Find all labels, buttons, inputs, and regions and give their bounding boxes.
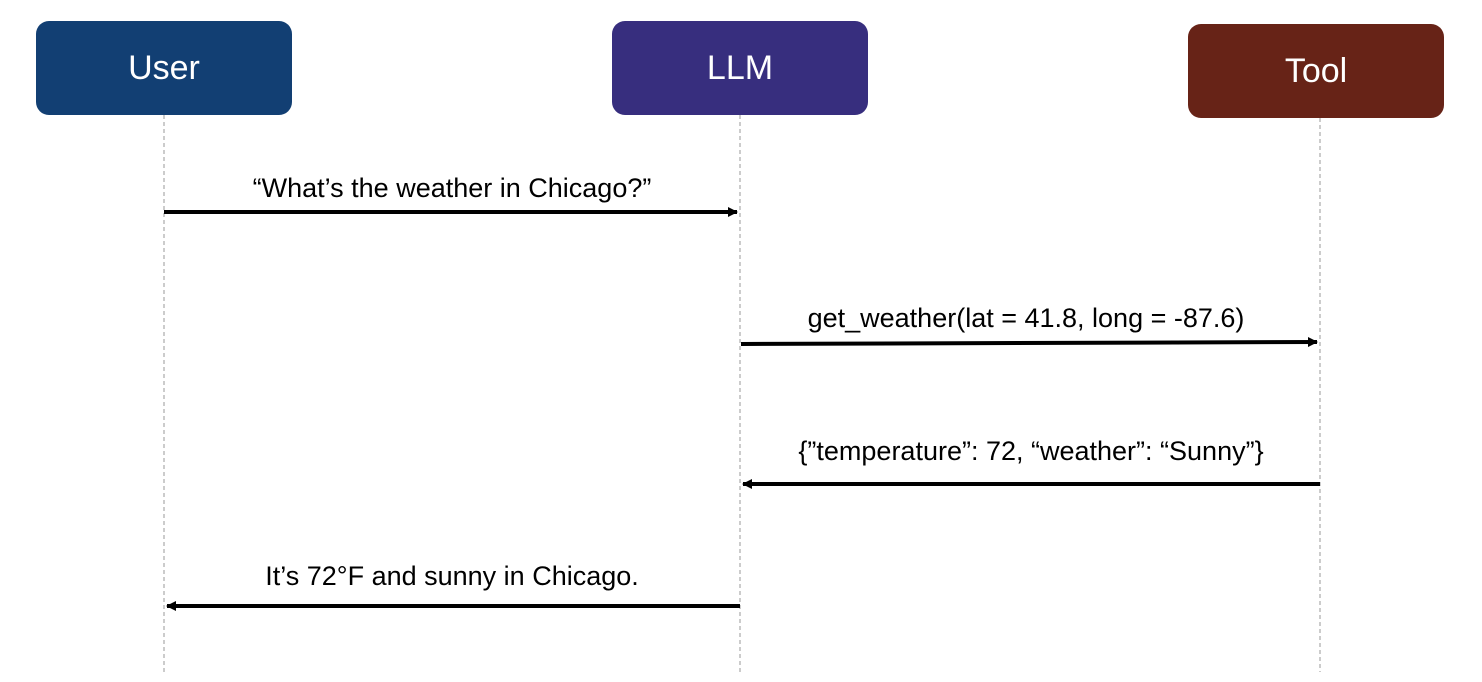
actor-llm-box: LLM (612, 21, 868, 115)
message-label-llm-answer: It’s 72°F and sunny in Chicago. (265, 561, 639, 591)
message-label-user-query: “What’s the weather in Chicago?” (252, 173, 652, 203)
message-label-tool-call: get_weather(lat = 41.8, long = -87.6) (807, 303, 1245, 333)
message-label-tool-result: {”temperature”: 72, “weather”: “Sunny”} (798, 436, 1264, 466)
actor-user-label: User (128, 48, 200, 87)
actor-llm-label: LLM (706, 48, 774, 87)
actor-tool-box: Tool (1188, 24, 1444, 118)
actor-tool-label: Tool (1284, 51, 1348, 90)
actor-user-box: User (36, 21, 292, 115)
message-arrow-2 (740, 337, 1318, 348)
